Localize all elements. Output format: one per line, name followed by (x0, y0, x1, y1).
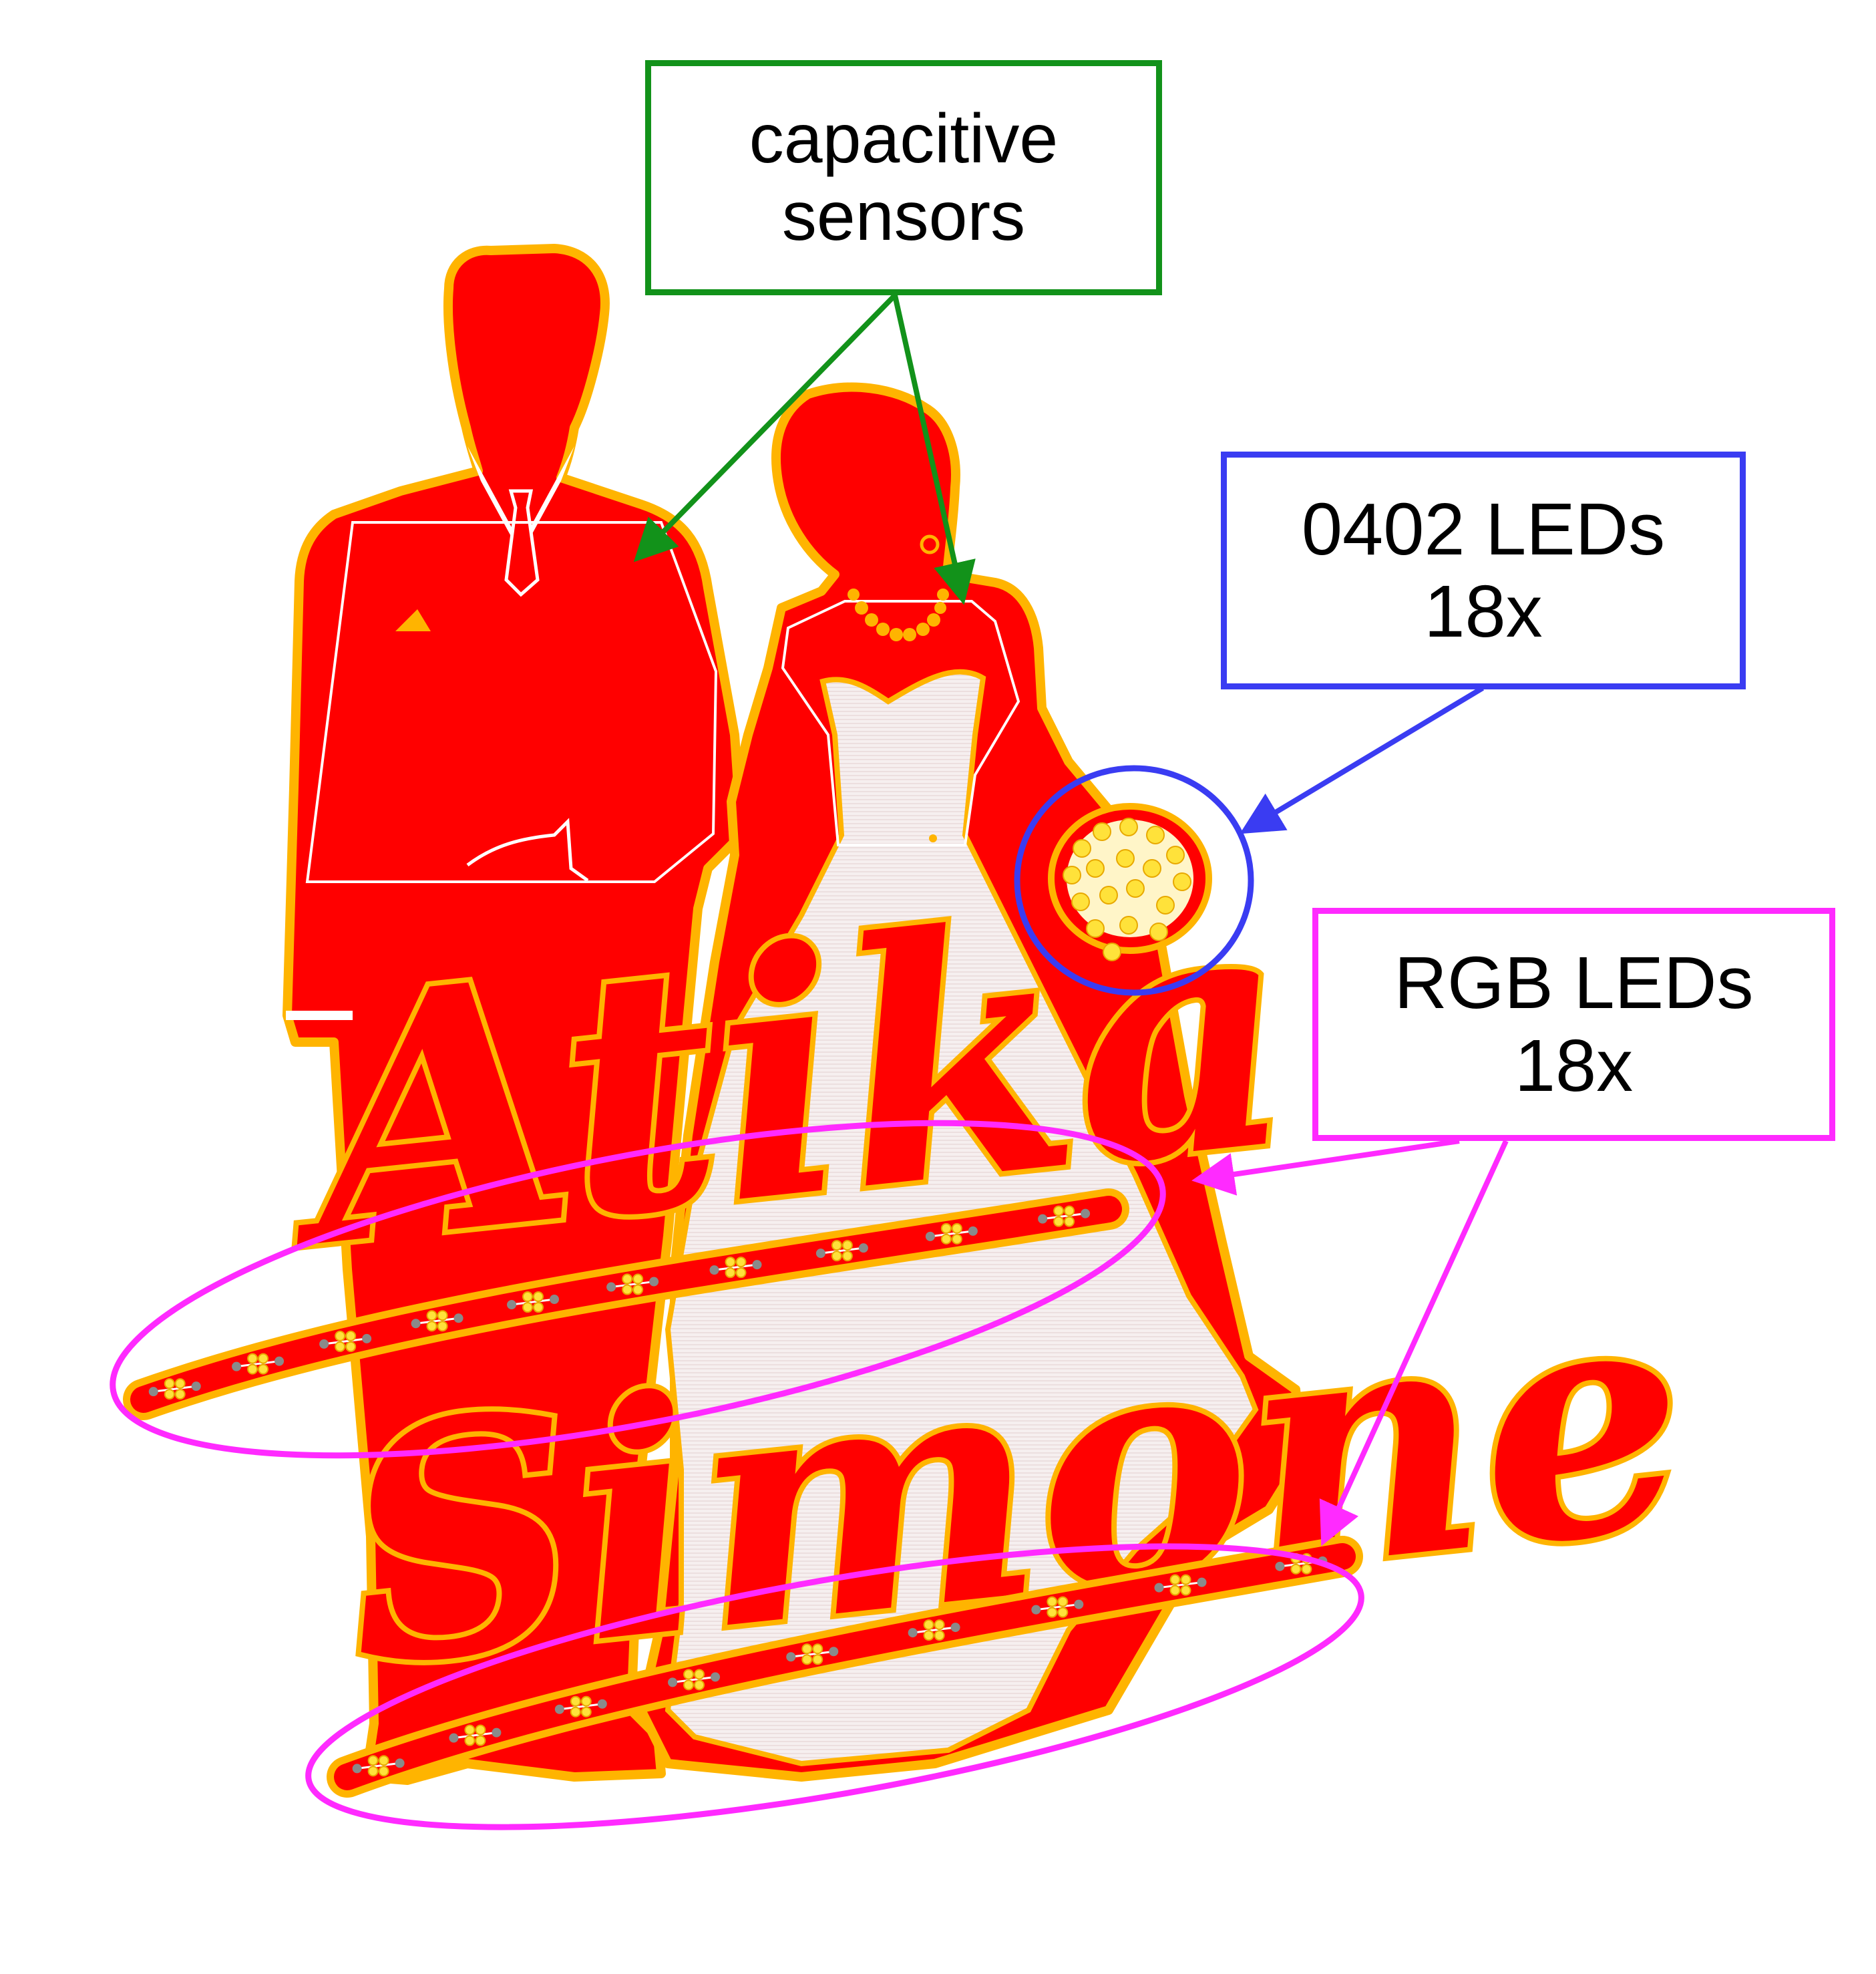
rgb-led (232, 1353, 285, 1375)
rgb-led (908, 1619, 960, 1641)
rgb-led (319, 1330, 372, 1352)
groom-tie (504, 489, 540, 597)
rgb-led (815, 1240, 868, 1262)
rgb-led-ribbon-bottom (327, 1536, 1363, 1798)
arrow-rgb-to-top (1191, 1138, 1460, 1196)
rgb-led (925, 1222, 978, 1245)
rgb-led (606, 1273, 659, 1295)
arrow-capacitive-to-groom (633, 293, 897, 562)
pocket-square (395, 609, 431, 631)
rgb-led (1154, 1574, 1207, 1596)
bride-sensor-outline (781, 600, 1020, 846)
rgb-led (352, 1755, 405, 1777)
callout-capacitive-line2: sensors (781, 178, 1026, 255)
rgb-led (411, 1310, 463, 1332)
rgb-led (709, 1257, 762, 1279)
rgb-highlight-ellipse-top (110, 1120, 1166, 1459)
callout-0402-line2: 18x (1424, 570, 1543, 653)
groom-hand (466, 818, 589, 882)
rgb-led (1031, 1596, 1084, 1618)
callout-capacitive-sensors: capacitive sensors (645, 60, 1162, 295)
groom-cuff (286, 1011, 353, 1020)
arrow-capacitive-to-bride (892, 295, 976, 605)
rgb-led (449, 1724, 502, 1746)
rgb-led (786, 1643, 839, 1665)
rgb-led (668, 1669, 721, 1691)
callout-rgb-leds: RGB LEDs 18x (1312, 908, 1835, 1141)
arrow-rgb-to-bottom (1319, 1140, 1509, 1546)
callout-0402-leds: 0402 LEDs 18x (1221, 452, 1746, 689)
bouquet-highlight-circle (1014, 765, 1254, 996)
rgb-led (507, 1291, 560, 1313)
arrow-0402-to-bouquet (1240, 685, 1485, 834)
rgb-led (1038, 1205, 1091, 1227)
callout-capacitive-line1: capacitive (749, 100, 1059, 178)
rgb-led (554, 1695, 607, 1717)
bouquet-led-cluster (1048, 803, 1212, 961)
rgb-highlight-ellipse-bottom (305, 1543, 1364, 1830)
callout-0402-line1: 0402 LEDs (1301, 488, 1666, 570)
callout-rgb-line2: 18x (1514, 1024, 1634, 1107)
rgb-led (148, 1378, 201, 1400)
callout-rgb-line1: RGB LEDs (1394, 942, 1754, 1025)
rgb-led-ribbon-top (123, 1188, 1129, 1420)
